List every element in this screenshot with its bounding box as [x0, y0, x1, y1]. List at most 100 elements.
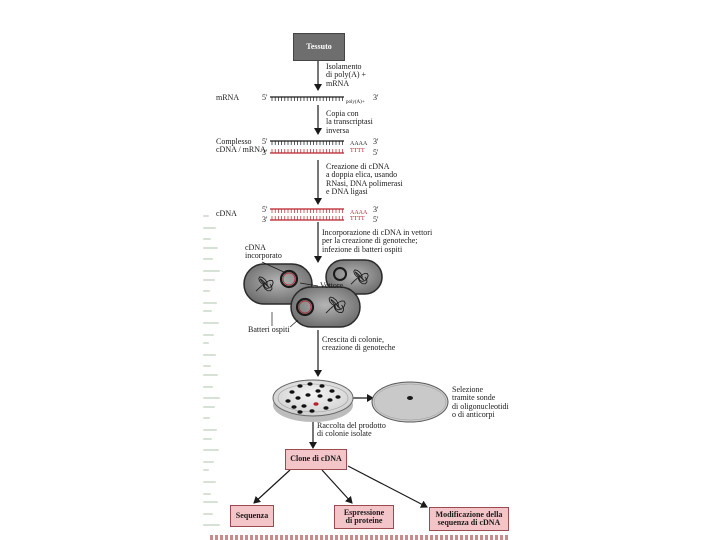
complex-top-5prime: 5' — [262, 137, 268, 146]
plasmid-vector — [333, 267, 347, 281]
chromosome-knot — [325, 296, 346, 314]
bleed-mark — [203, 270, 220, 272]
colony-dot — [313, 402, 319, 406]
complex-bottom-5prime: 5' — [373, 148, 379, 157]
leader-cdna-incorporato — [261, 261, 287, 274]
cdna-bottom-strand — [270, 216, 344, 221]
cdna-bottom-5prime: 5' — [373, 215, 379, 224]
cdna-top-3prime: 3' — [373, 205, 379, 214]
batteri-ospiti-label: Batteri ospiti — [248, 325, 290, 334]
colony-dot — [305, 393, 311, 397]
bleed-mark — [203, 310, 212, 313]
bleed-mark — [203, 365, 211, 368]
step-isolamento: Isolamento di poly(A) + mRNA — [326, 62, 367, 88]
bleed-mark — [203, 258, 213, 261]
leader-vettore — [299, 282, 319, 287]
cdna-incorporato-label: cDNA incorporato — [245, 243, 282, 261]
step-incorporazione: Incorporazione di cDNA in vettori per la… — [322, 228, 433, 254]
bleed-mark — [203, 333, 214, 336]
cdna-top-5prime: 5' — [262, 205, 268, 214]
colony-dot — [297, 410, 303, 414]
mrna-strand — [270, 96, 344, 101]
bleed-mark — [203, 290, 210, 293]
colony-dot — [297, 384, 303, 388]
modificazione-box: Modificazione della sequenza di cDNA — [429, 507, 509, 531]
colony-dot — [319, 384, 325, 388]
mrna-polya: poly(A)+ — [346, 100, 365, 105]
chromosome-knot — [255, 276, 274, 292]
colony-dot — [327, 398, 333, 402]
colony-dot — [323, 406, 329, 410]
plasmid-vector — [295, 297, 315, 317]
leader-batteri-2 — [289, 319, 299, 328]
scan-margin-bleed — [203, 215, 225, 540]
bleed-mark — [203, 481, 216, 483]
bleed-mark — [203, 215, 209, 217]
colony-dot — [307, 382, 313, 386]
complex-aaaa: AAAA — [350, 141, 368, 147]
arrow-clone-to-sequenza — [253, 469, 291, 504]
plasmid-vector — [279, 269, 299, 289]
complesso-label: Complesso cDNA / mRNA — [216, 137, 266, 155]
step-crescita: Crescita di colonie, creazione di genote… — [322, 335, 396, 353]
colony-dot — [289, 390, 295, 394]
nucleic-acid-strands — [270, 96, 344, 221]
chromosome-knot — [350, 269, 369, 285]
mrna-3prime: 3' — [373, 93, 379, 102]
scan-bottom-edge — [210, 535, 510, 540]
bleed-mark — [203, 238, 211, 241]
arrow-clone-to-modificazione — [347, 465, 428, 508]
bleed-mark — [203, 246, 218, 249]
colony-dot — [315, 389, 321, 393]
bleed-mark — [203, 437, 212, 440]
arrow-clone-to-espressione — [321, 469, 353, 504]
petri-dish — [272, 379, 354, 422]
positive-clone-spot — [407, 396, 413, 400]
step-copia: Copia con la transcriptasi inversa — [326, 109, 373, 135]
colony-dot — [301, 404, 307, 408]
bleed-mark — [203, 429, 217, 431]
cdna-label: cDNA — [216, 209, 237, 218]
bleed-mark — [203, 512, 213, 515]
cdna-aaaa: AAAA — [350, 210, 368, 216]
complex-tttt: TTTT — [350, 148, 365, 154]
bleed-mark — [203, 469, 209, 472]
bleed-mark — [203, 449, 219, 452]
complex-mrna-strand — [270, 140, 344, 145]
step-raccolta: Raccolta del prodotto di colonie isolate — [317, 421, 386, 439]
bleed-mark — [203, 385, 213, 388]
bleed-mark — [203, 353, 216, 356]
bacteria-group — [243, 259, 383, 328]
espressione-box: Espressione di proteine — [334, 505, 394, 529]
bleed-mark — [203, 342, 209, 345]
cdna-bottom-3prime: 3' — [262, 215, 268, 224]
tessuto-box: Tessuto — [293, 33, 345, 61]
bleed-mark — [203, 226, 216, 229]
mrna-label: mRNA — [216, 93, 240, 102]
bleed-mark — [203, 397, 220, 400]
bacterium-bottom — [290, 286, 361, 328]
step-creazione: Creazione di cDNA a doppia elica, usando… — [326, 162, 403, 197]
bleed-mark — [203, 417, 210, 420]
bleed-mark — [203, 278, 215, 281]
clone-box: Clone di cDNA — [285, 449, 347, 470]
bleed-mark — [203, 492, 211, 495]
colony-dot — [329, 389, 335, 393]
colony-dot — [335, 395, 341, 399]
bleed-mark — [203, 405, 215, 408]
vettore-label: Vettore — [320, 281, 344, 290]
bleed-mark — [203, 322, 219, 324]
complex-cdna-strand — [270, 149, 344, 154]
step-selezione: Selezione tramite sonde di oligonucleoti… — [452, 385, 509, 420]
cdna-top-strand — [270, 208, 344, 213]
colony-dot — [285, 399, 291, 403]
bleed-mark — [203, 524, 220, 527]
mrna-5prime: 5' — [262, 93, 268, 102]
complex-bottom-3prime: 3' — [262, 148, 268, 157]
colony-dot — [309, 409, 315, 413]
colony-dot — [295, 396, 301, 400]
bleed-mark — [203, 374, 218, 376]
bacterial-colonies — [285, 382, 341, 414]
colony-dot — [291, 405, 297, 409]
